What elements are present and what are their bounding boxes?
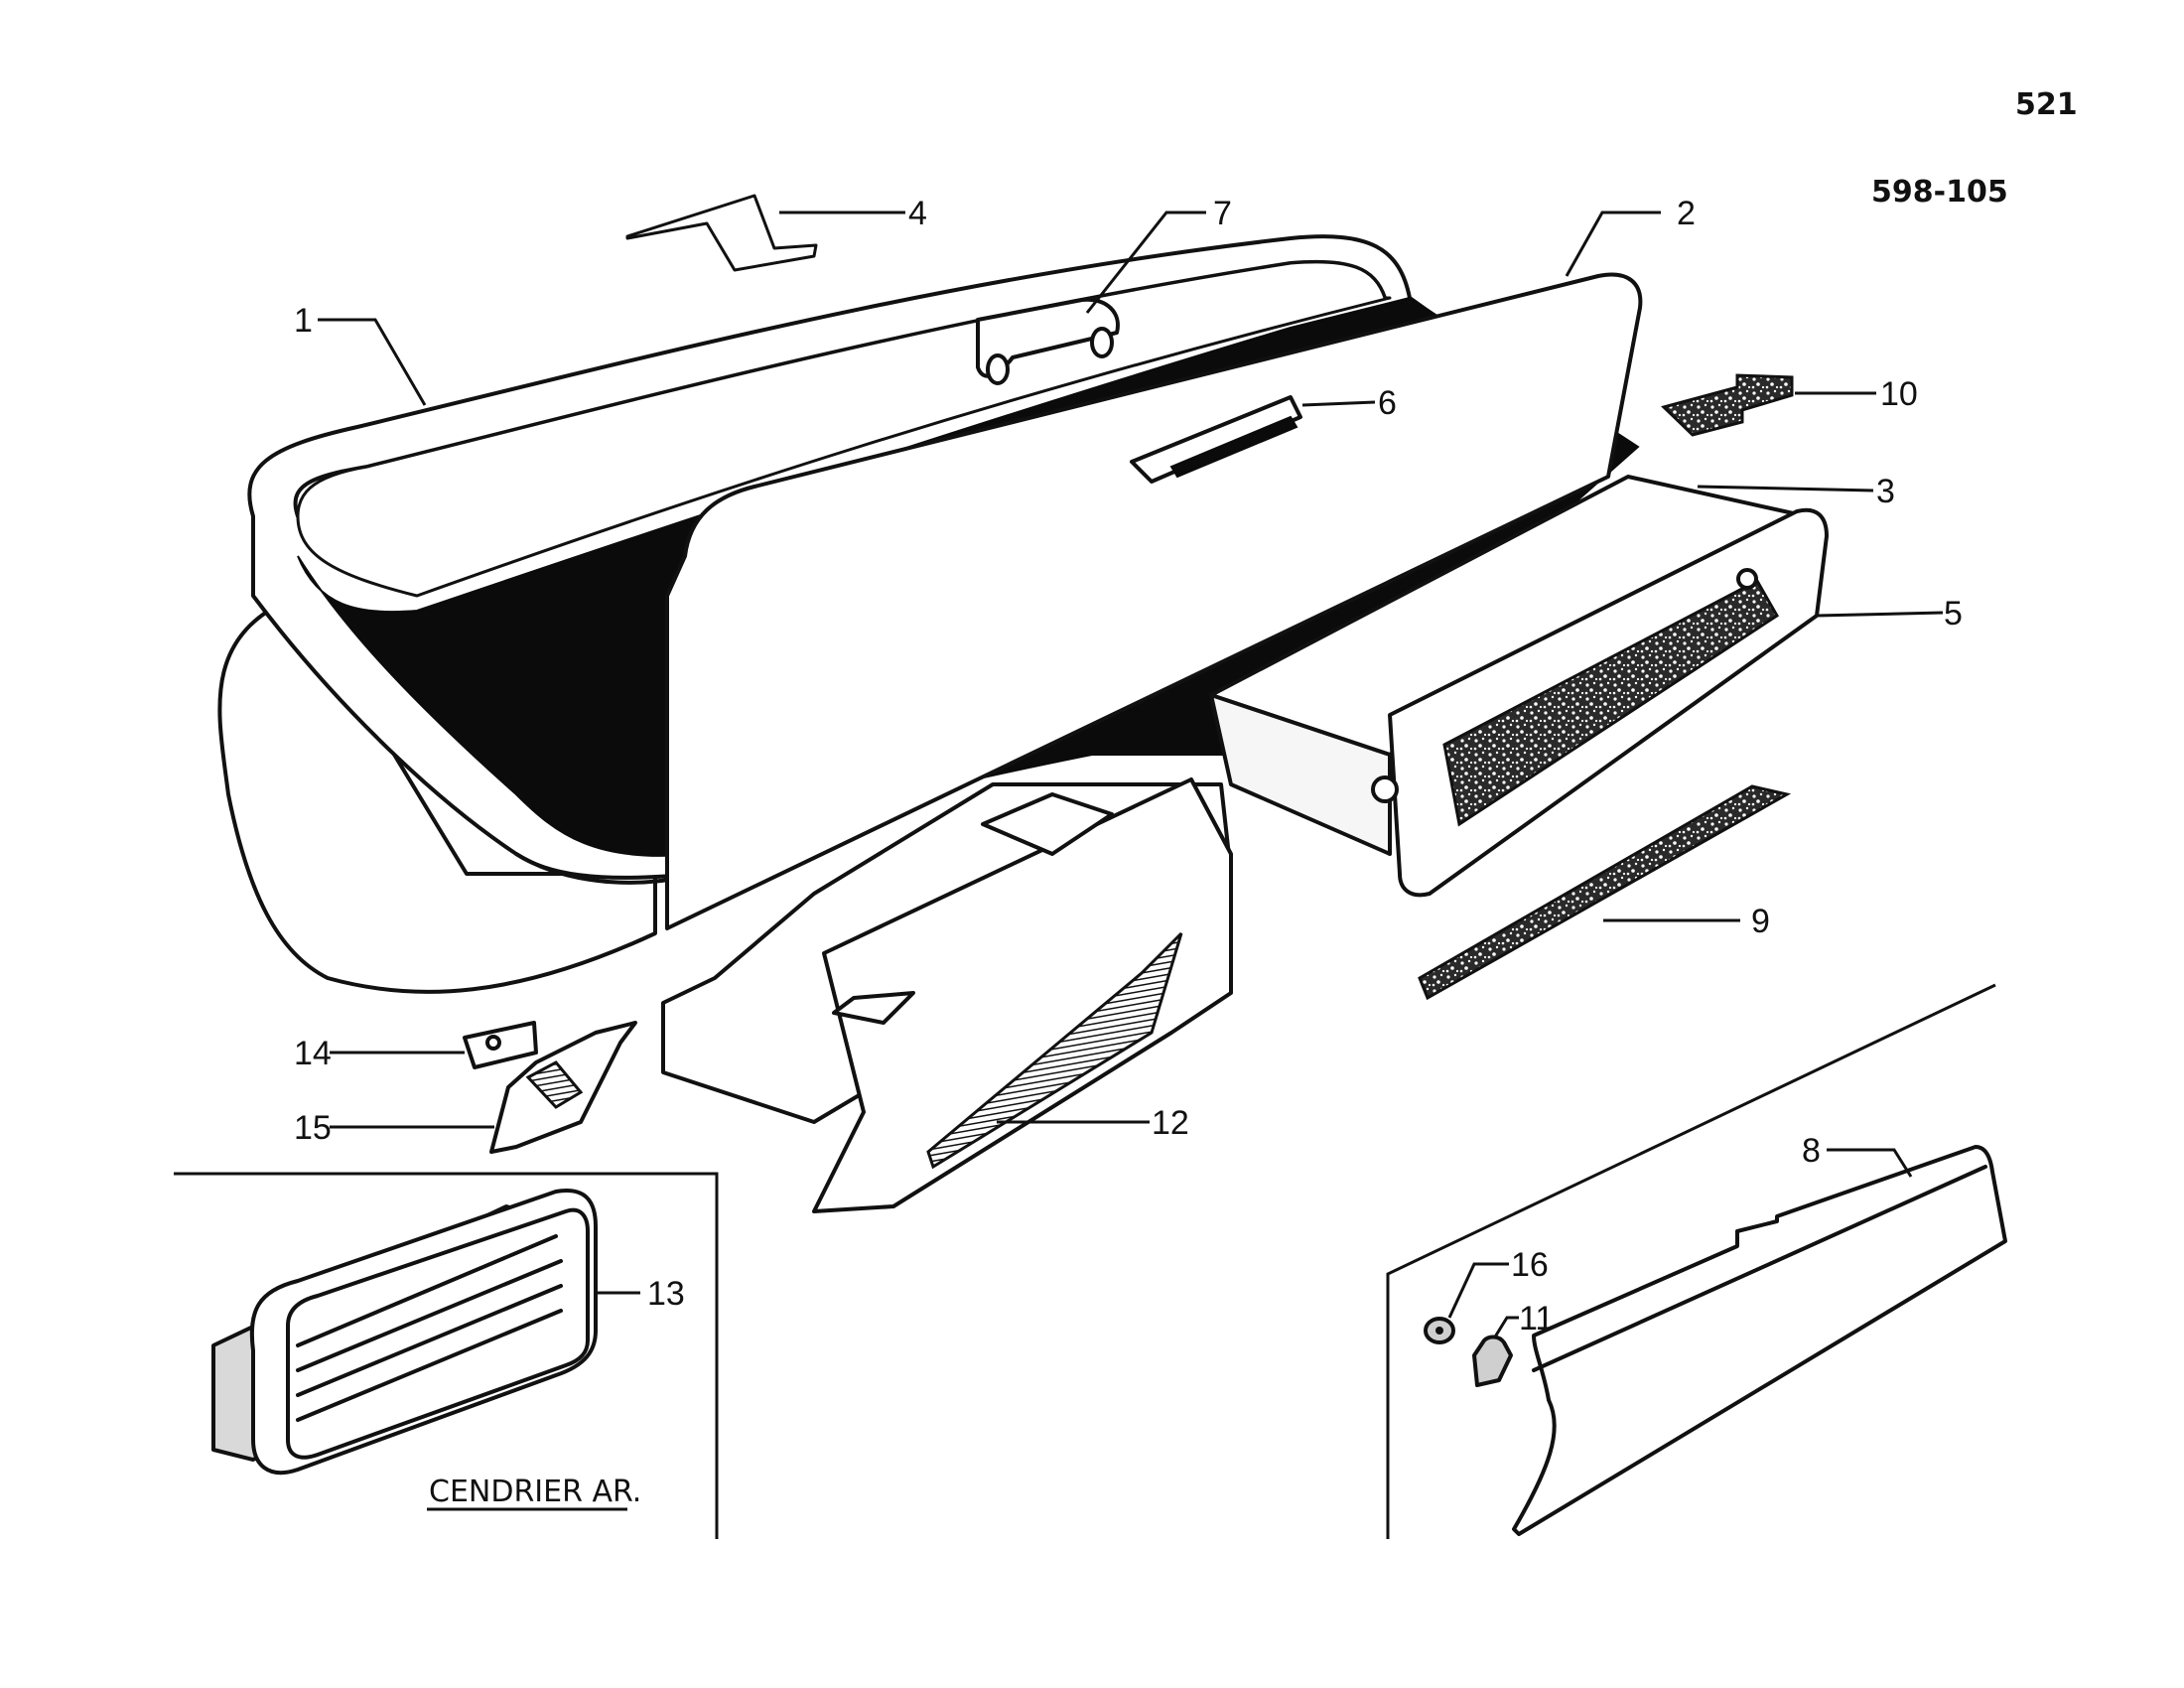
- part-10-pad: [1661, 373, 1794, 437]
- callout-4: 4: [908, 195, 927, 232]
- callout-10: 10: [1880, 375, 1918, 413]
- leader-8: [1827, 1148, 1913, 1178]
- part-14-latch-plate: [463, 1021, 538, 1069]
- inset-frame-13: [174, 1172, 719, 1539]
- part-4-clip: [625, 194, 818, 272]
- part-8-lid: [1512, 1145, 2007, 1536]
- callout-6: 6: [1378, 384, 1397, 422]
- part-6-handle: [1130, 395, 1302, 484]
- part-7-lock-bracket: [976, 297, 1120, 385]
- leader-lines: [318, 211, 1944, 1339]
- leader-5: [1816, 611, 1944, 618]
- page-number: 521: [2015, 87, 2078, 122]
- part-13-rear-ashtray: [211, 1189, 598, 1476]
- callout-3: 3: [1876, 473, 1895, 510]
- reference-number: 598-105: [1871, 175, 2008, 210]
- inset-caption: CENDRIER AR.: [429, 1475, 641, 1509]
- leader-2: [1565, 211, 1661, 277]
- callouts: 1 2 3 4 5 6 7 8 9 10 11 12 13 14 15 16: [294, 195, 1963, 1337]
- inset-frame-8: [1386, 983, 1996, 1539]
- part-12-ashtray: [661, 777, 1233, 1213]
- leader-6: [1301, 400, 1376, 407]
- callout-7: 7: [1213, 195, 1232, 232]
- callout-11: 11: [1519, 1300, 1554, 1337]
- callout-1: 1: [294, 302, 313, 340]
- callout-9: 9: [1751, 903, 1770, 940]
- callout-14: 14: [294, 1035, 332, 1072]
- leader-1: [318, 318, 427, 406]
- part-16-nut: [1424, 1317, 1455, 1344]
- leader-7: [1085, 211, 1206, 314]
- part-2-front-panel: [665, 272, 1643, 930]
- part-9-foam-strip: [1418, 784, 1792, 1001]
- callout-8: 8: [1802, 1132, 1821, 1170]
- callout-16: 16: [1511, 1246, 1549, 1284]
- part-11-screw: [1472, 1335, 1513, 1387]
- callout-13: 13: [647, 1275, 685, 1313]
- leader-11: [1492, 1316, 1519, 1339]
- leader-16: [1447, 1262, 1509, 1319]
- leader-3: [1697, 485, 1874, 492]
- callout-12: 12: [1152, 1104, 1189, 1142]
- part-15-latch-lever: [489, 1021, 637, 1154]
- callout-15: 15: [294, 1109, 332, 1147]
- callout-2: 2: [1677, 195, 1696, 232]
- callout-5: 5: [1944, 595, 1963, 633]
